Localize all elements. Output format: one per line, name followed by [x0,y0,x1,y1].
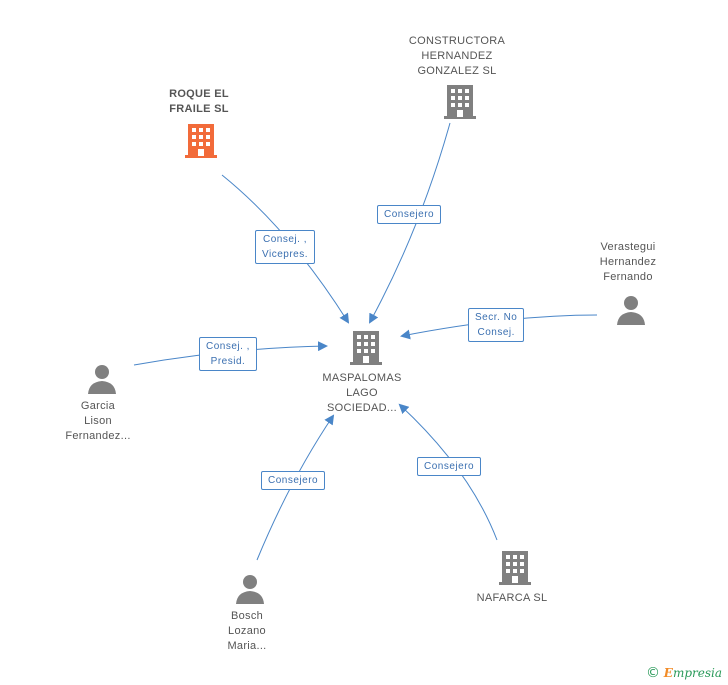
node-label-line: NAFARCA SL [476,592,548,604]
node-label-line: Fernandez... [65,430,131,442]
person-icon[interactable] [235,574,265,604]
edge-label-roque[interactable]: Consej. , Vicepres. [255,230,316,264]
edge-label-line: Consejero [384,209,435,220]
person-icon[interactable] [87,364,117,394]
node-label-line: Garcia [80,400,116,412]
node-label-garcia[interactable]: Garcia Lison Fernandez... [65,399,130,444]
node-label-line: Verastegui [600,241,656,253]
node-label-line: LAGO [346,387,378,399]
edge-label-line: Presid. [210,356,246,367]
building-icon[interactable] [185,124,217,158]
edge-constructora [369,122,451,324]
edge-label-line: Secr. No [475,312,518,323]
node-label-line: HERNANDEZ [421,50,493,62]
brand-name: mpresia [672,666,722,680]
edge-label-constructora[interactable]: Consejero [377,205,442,224]
node-label-line: Maria... [227,640,267,652]
edge-label-line: Consejero [268,475,319,486]
edge-label-nafarca[interactable]: Consejero [417,457,482,476]
node-label-roque[interactable]: ROQUE EL FRAILE SL [169,87,229,117]
building-icon[interactable] [499,551,531,585]
person-icon[interactable] [616,295,646,325]
edge-label-bosch[interactable]: Consejero [261,471,326,490]
copyright-symbol: © [645,665,660,681]
edge-label-line: Consej. [477,327,515,338]
node-label-line: ROQUE EL [169,88,229,100]
edge-label-line: Consejero [424,461,475,472]
edge-label-line: Consej. , [263,234,307,245]
node-label-verastegui[interactable]: Verastegui Hernandez Fernando [600,240,657,285]
node-label-line: CONSTRUCTORA [408,35,506,47]
building-icon[interactable] [444,85,476,119]
node-label-bosch[interactable]: Bosch Lozano Maria... [227,609,266,654]
brand-logo: Empresia [664,666,722,680]
node-label-line: SOCIEDAD... [327,402,397,414]
brand-initial: E [663,666,673,680]
edge-label-garcia[interactable]: Consej. , Presid. [199,337,257,371]
edge-label-verastegui[interactable]: Secr. No Consej. [468,308,525,342]
node-label-center[interactable]: MASPALOMAS LAGO SOCIEDAD... [322,371,401,416]
node-label-line: Lozano [228,625,266,637]
edge-label-line: Vicepres. [262,249,309,260]
edge-label-line: Consej. , [206,341,250,352]
node-label-constructora[interactable]: CONSTRUCTORA HERNANDEZ GONZALEZ SL [409,34,505,79]
node-label-line: FRAILE SL [169,103,229,115]
building-icon[interactable] [350,331,382,365]
node-label-nafarca[interactable]: NAFARCA SL [477,591,548,606]
node-label-line: Lison [84,415,112,427]
node-label-line: Fernando [603,271,653,283]
footer-branding[interactable]: © Empresia [646,665,722,681]
node-label-line: GONZALEZ SL [417,65,497,77]
node-label-line: MASPALOMAS [322,372,402,384]
node-label-line: Bosch [230,610,264,622]
node-label-line: Hernandez [599,256,657,268]
